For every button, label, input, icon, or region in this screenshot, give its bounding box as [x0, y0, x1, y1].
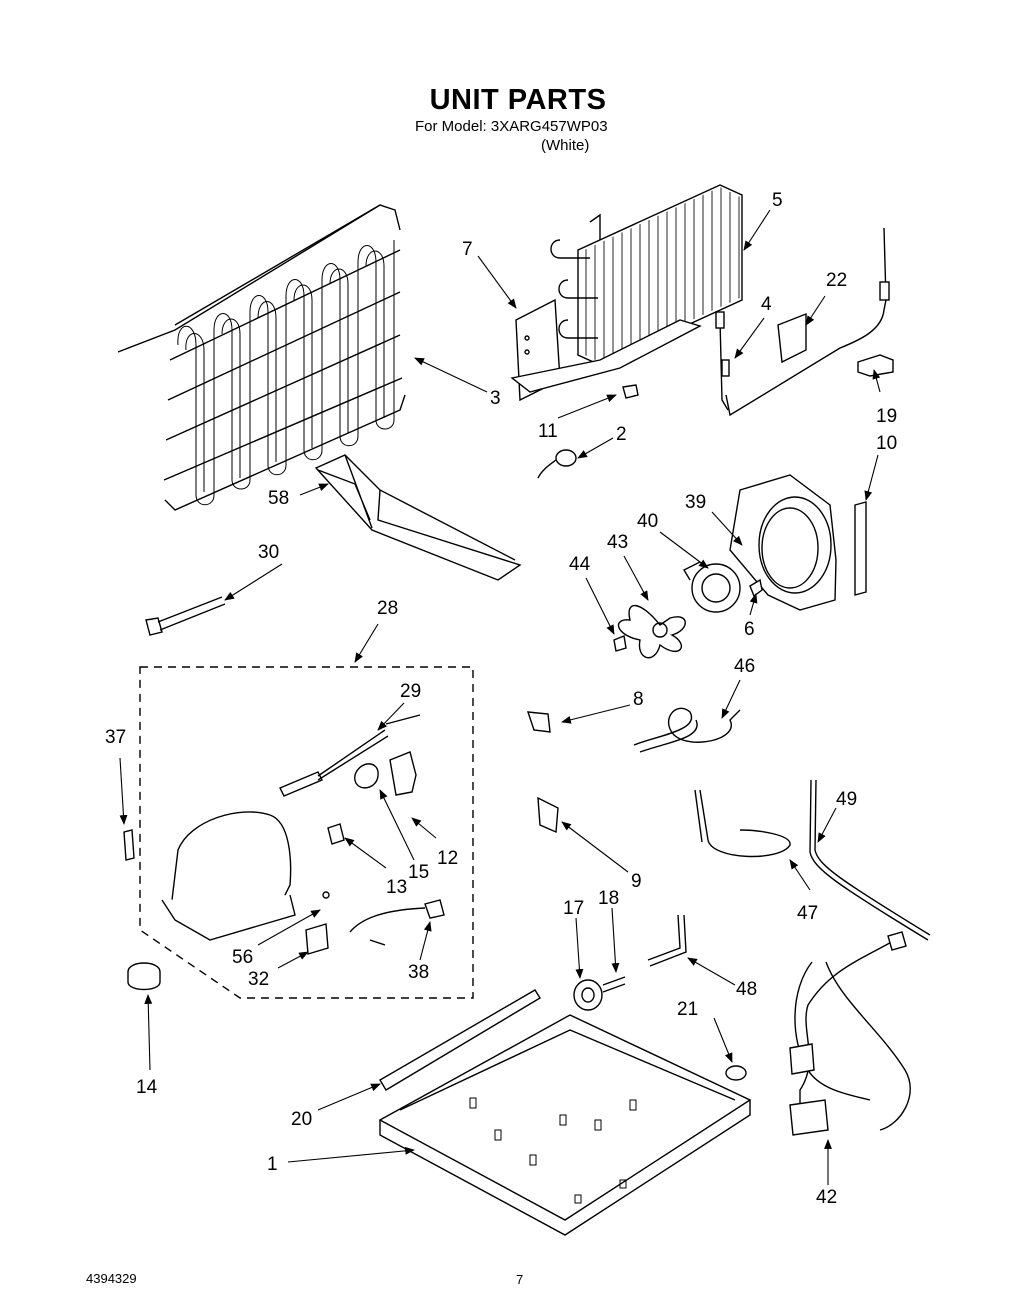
- callout-29: 29: [400, 681, 421, 702]
- callout-12: 12: [437, 848, 458, 869]
- callout-8: 8: [633, 689, 644, 710]
- callout-44: 44: [569, 554, 591, 575]
- callout-56: 56: [232, 947, 253, 968]
- callout-3: 3: [490, 388, 501, 409]
- callout-46: 46: [734, 656, 755, 677]
- callout-58: 58: [268, 488, 289, 509]
- tubing-parts: [633, 707, 931, 967]
- callout-40: 40: [637, 511, 658, 532]
- callout-32: 32: [248, 969, 269, 990]
- compressor-components: [123, 714, 445, 991]
- thermistor-assembly: [715, 227, 894, 417]
- callout-18: 18: [598, 888, 619, 909]
- leader-lines: [119, 209, 881, 1185]
- callout-13: 13: [386, 877, 407, 898]
- evaporator-coil: [510, 184, 743, 402]
- callout-49: 49: [836, 789, 857, 810]
- callout-labels: 7 5 3 4 22 19 11 2 10 58 39 40 43 44 6 3…: [105, 190, 897, 1208]
- callout-20: 20: [291, 1109, 312, 1130]
- document-number: 4394329: [86, 1271, 137, 1286]
- callout-11: 11: [538, 421, 558, 442]
- brackets-8-9: [526, 711, 559, 834]
- base-assembly: [378, 976, 752, 1236]
- callout-39: 39: [685, 492, 706, 513]
- callout-48: 48: [736, 979, 757, 1000]
- small-parts-upper: [537, 384, 639, 479]
- page-title: UNIT PARTS: [429, 84, 607, 116]
- model-number: For Model: 3XARG457WP03: [415, 118, 608, 135]
- drain-pan: [314, 454, 522, 581]
- callout-38: 38: [408, 962, 429, 983]
- callout-7: 7: [462, 239, 473, 260]
- condenser-coil: [117, 204, 406, 511]
- callout-22: 22: [826, 270, 847, 291]
- callout-21: 21: [677, 999, 698, 1020]
- callout-2: 2: [616, 424, 627, 445]
- callout-4: 4: [761, 294, 772, 315]
- callout-30: 30: [258, 542, 279, 563]
- callout-14: 14: [136, 1077, 158, 1098]
- callout-19: 19: [876, 406, 897, 427]
- callout-37: 37: [105, 727, 126, 748]
- probe-part: [145, 596, 226, 636]
- callout-43: 43: [607, 532, 628, 553]
- callout-47: 47: [797, 903, 818, 924]
- callout-28: 28: [377, 598, 398, 619]
- callout-15: 15: [408, 862, 429, 883]
- callout-6: 6: [744, 619, 755, 640]
- callout-9: 9: [631, 871, 642, 892]
- callout-1: 1: [267, 1154, 278, 1175]
- callout-10: 10: [876, 433, 897, 454]
- page-number: 7: [516, 1272, 524, 1287]
- fan-assembly: [613, 474, 867, 659]
- model-color: (White): [541, 137, 590, 154]
- callout-17: 17: [563, 898, 584, 919]
- wiring-harness: [789, 931, 911, 1136]
- callout-5: 5: [772, 190, 783, 211]
- callout-42: 42: [816, 1187, 837, 1208]
